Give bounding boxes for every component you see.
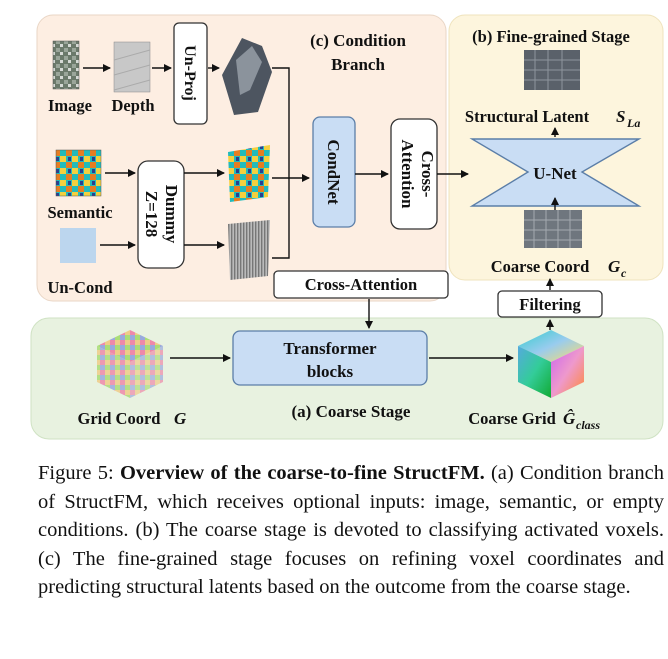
depth-texture <box>113 49 151 91</box>
architecture-diagram: (c) Condition Branch (b) Fine-grained St… <box>30 14 664 440</box>
unet-label: U-Net <box>533 164 577 183</box>
image-input-thumbnail <box>52 40 80 90</box>
caption-bold-title: Overview of the coarse-to-fine StructFM. <box>119 462 485 484</box>
uncond-label: Un-Cond <box>47 278 112 297</box>
condnet-block <box>312 116 356 228</box>
coarse-grid-cube <box>518 330 584 398</box>
dummy-box <box>137 160 185 269</box>
coarse-coord-subscript: c <box>621 266 627 280</box>
fine-stage-title: (b) Fine-grained Stage <box>472 27 630 46</box>
grid-coord-label: Grid Coord <box>78 409 161 428</box>
transformer-blocks <box>232 330 428 386</box>
coarse-coord-texture <box>524 210 582 248</box>
condnet-label: CondNet <box>324 139 343 205</box>
structural-latent-label: Structural Latent <box>465 107 590 126</box>
uncond-feature-map <box>228 220 270 280</box>
transformer-label-line2: blocks <box>307 362 354 381</box>
coarse-grid-label: Coarse Grid <box>468 409 556 428</box>
unet-shape <box>469 138 642 207</box>
condition-branch-title-line1: (c) Condition <box>310 31 406 50</box>
structural-latent-symbol: S <box>616 107 625 126</box>
semantic-label: Semantic <box>47 203 112 222</box>
filtering-box <box>497 290 603 318</box>
depth-label: Depth <box>111 96 154 115</box>
dummy-label-line1: Dummy <box>162 185 181 244</box>
unproj-label: Un-Proj <box>181 45 198 101</box>
coarse-coord-visual <box>524 210 582 248</box>
caption-body: (a) Condition branch of StructFM, which … <box>38 462 664 598</box>
coarse-coord-label: Coarse Coord <box>491 257 590 276</box>
semantic-feature-map <box>228 145 270 202</box>
unprojected-pointcloud-shade <box>236 46 262 95</box>
grid-coord-cube <box>97 330 163 398</box>
figure-caption: Figure 5: Overview of the coarse-to-fine… <box>38 459 664 602</box>
condition-branch-title-line2: Branch <box>331 55 385 74</box>
unproj-box <box>173 22 208 125</box>
cross-attention-box <box>273 270 449 299</box>
arrows <box>83 64 559 362</box>
transformer-label-line1: Transformer <box>283 339 377 358</box>
uncond-thumbnail <box>60 228 96 263</box>
image-label: Image <box>48 96 92 115</box>
structural-latent-texture <box>524 50 580 90</box>
coarse-stage-title: (a) Coarse Stage <box>292 402 411 421</box>
coarse-coord-symbol: G <box>608 257 621 276</box>
structural-latent-subscript: La <box>626 116 640 130</box>
coarse-grid-symbol: Ĝ <box>563 409 576 428</box>
coarse-grid-subscript: class <box>576 418 600 432</box>
cross-attention-label: Cross-Attention <box>305 275 417 294</box>
grid-coord-symbol: G <box>174 409 187 428</box>
cross-attention-vertical-line1: Cross- <box>418 151 437 198</box>
caption-prefix: Figure 5: <box>38 462 120 484</box>
dummy-label-line2: Z=128 <box>142 191 161 238</box>
semantic-input-thumbnail <box>55 149 102 197</box>
filtering-label: Filtering <box>519 295 581 314</box>
cross-attention-vertical-line2: Attention <box>398 140 417 209</box>
